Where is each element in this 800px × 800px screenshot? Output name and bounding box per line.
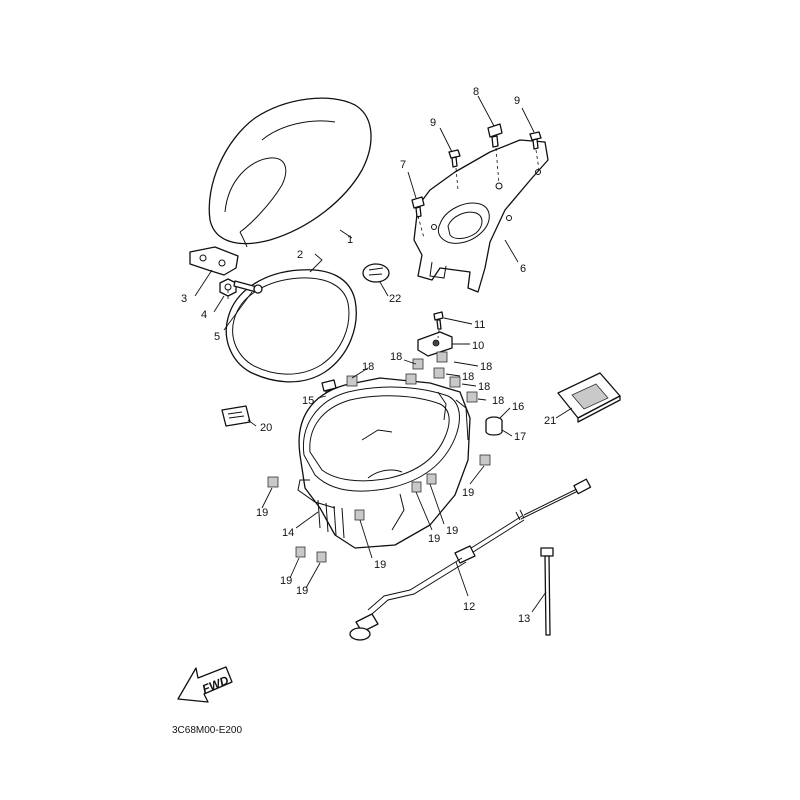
storage-box[interactable] [297, 377, 471, 549]
screw-part-9-right[interactable] [529, 131, 542, 150]
callout-19-c: 19 [296, 585, 308, 597]
screw-part-9-left[interactable] [448, 149, 461, 168]
callout-16: 16 [512, 401, 524, 413]
emblem-part-22[interactable] [362, 263, 390, 283]
callout-21: 21 [544, 415, 556, 427]
nut-part-4[interactable] [219, 278, 237, 297]
cable-tie[interactable] [540, 547, 554, 636]
lock-plate[interactable] [417, 331, 453, 357]
callout-7: 7 [400, 159, 406, 171]
callout-17: 17 [514, 431, 526, 443]
callout-19-d: 19 [374, 559, 386, 571]
callout-9-right: 9 [514, 95, 520, 107]
diagram-code: 3C68M00-E200 [172, 725, 242, 736]
callout-18-d: 18 [462, 371, 474, 383]
cover-panel[interactable] [413, 139, 549, 293]
callout-19-e: 19 [428, 533, 440, 545]
hinge-bracket[interactable] [189, 246, 239, 276]
callout-2: 2 [297, 249, 303, 261]
callout-14: 14 [282, 527, 294, 539]
callout-10: 10 [472, 340, 484, 352]
owner-manual[interactable] [557, 372, 621, 423]
callout-18-a: 18 [362, 361, 374, 373]
callout-19-b: 19 [280, 575, 292, 587]
callout-20: 20 [260, 422, 272, 434]
seal-ring[interactable] [225, 269, 357, 383]
label-part-20[interactable] [221, 405, 251, 427]
leader-lines [194, 95, 573, 613]
seat[interactable] [208, 97, 372, 248]
grommet[interactable] [485, 416, 503, 436]
callout-13: 13 [518, 613, 530, 625]
callout-18-b: 18 [390, 351, 402, 363]
callout-19-f: 19 [446, 525, 458, 537]
callout-1: 1 [347, 234, 353, 246]
callout-5: 5 [214, 331, 220, 343]
seat-lock-cable[interactable] [349, 478, 592, 641]
bolt-part-8[interactable] [487, 123, 503, 148]
callout-4: 4 [201, 309, 207, 321]
callout-18-c: 18 [480, 361, 492, 373]
callout-6: 6 [520, 263, 526, 275]
bolt-part-7[interactable] [411, 196, 425, 218]
callout-18-e: 18 [478, 381, 490, 393]
callout-12: 12 [463, 601, 475, 613]
callout-3: 3 [181, 293, 187, 305]
callout-9-left: 9 [430, 117, 436, 129]
callout-11: 11 [474, 319, 485, 331]
callout-15: 15 [302, 395, 314, 407]
callout-8: 8 [473, 86, 479, 98]
callout-labels: 1 2 3 4 5 6 7 8 9 9 10 11 12 13 14 15 16… [181, 86, 556, 625]
clip-part-18[interactable] [346, 351, 478, 403]
fwd-arrow: FWD [177, 666, 233, 703]
clip-part-19[interactable] [267, 454, 491, 563]
pin-part-5[interactable] [233, 280, 263, 294]
callout-18-f: 18 [492, 395, 504, 407]
callout-22: 22 [389, 293, 401, 305]
callout-19-g: 19 [462, 487, 474, 499]
callout-19-a: 19 [256, 507, 268, 519]
screw-part-11[interactable] [433, 311, 444, 330]
